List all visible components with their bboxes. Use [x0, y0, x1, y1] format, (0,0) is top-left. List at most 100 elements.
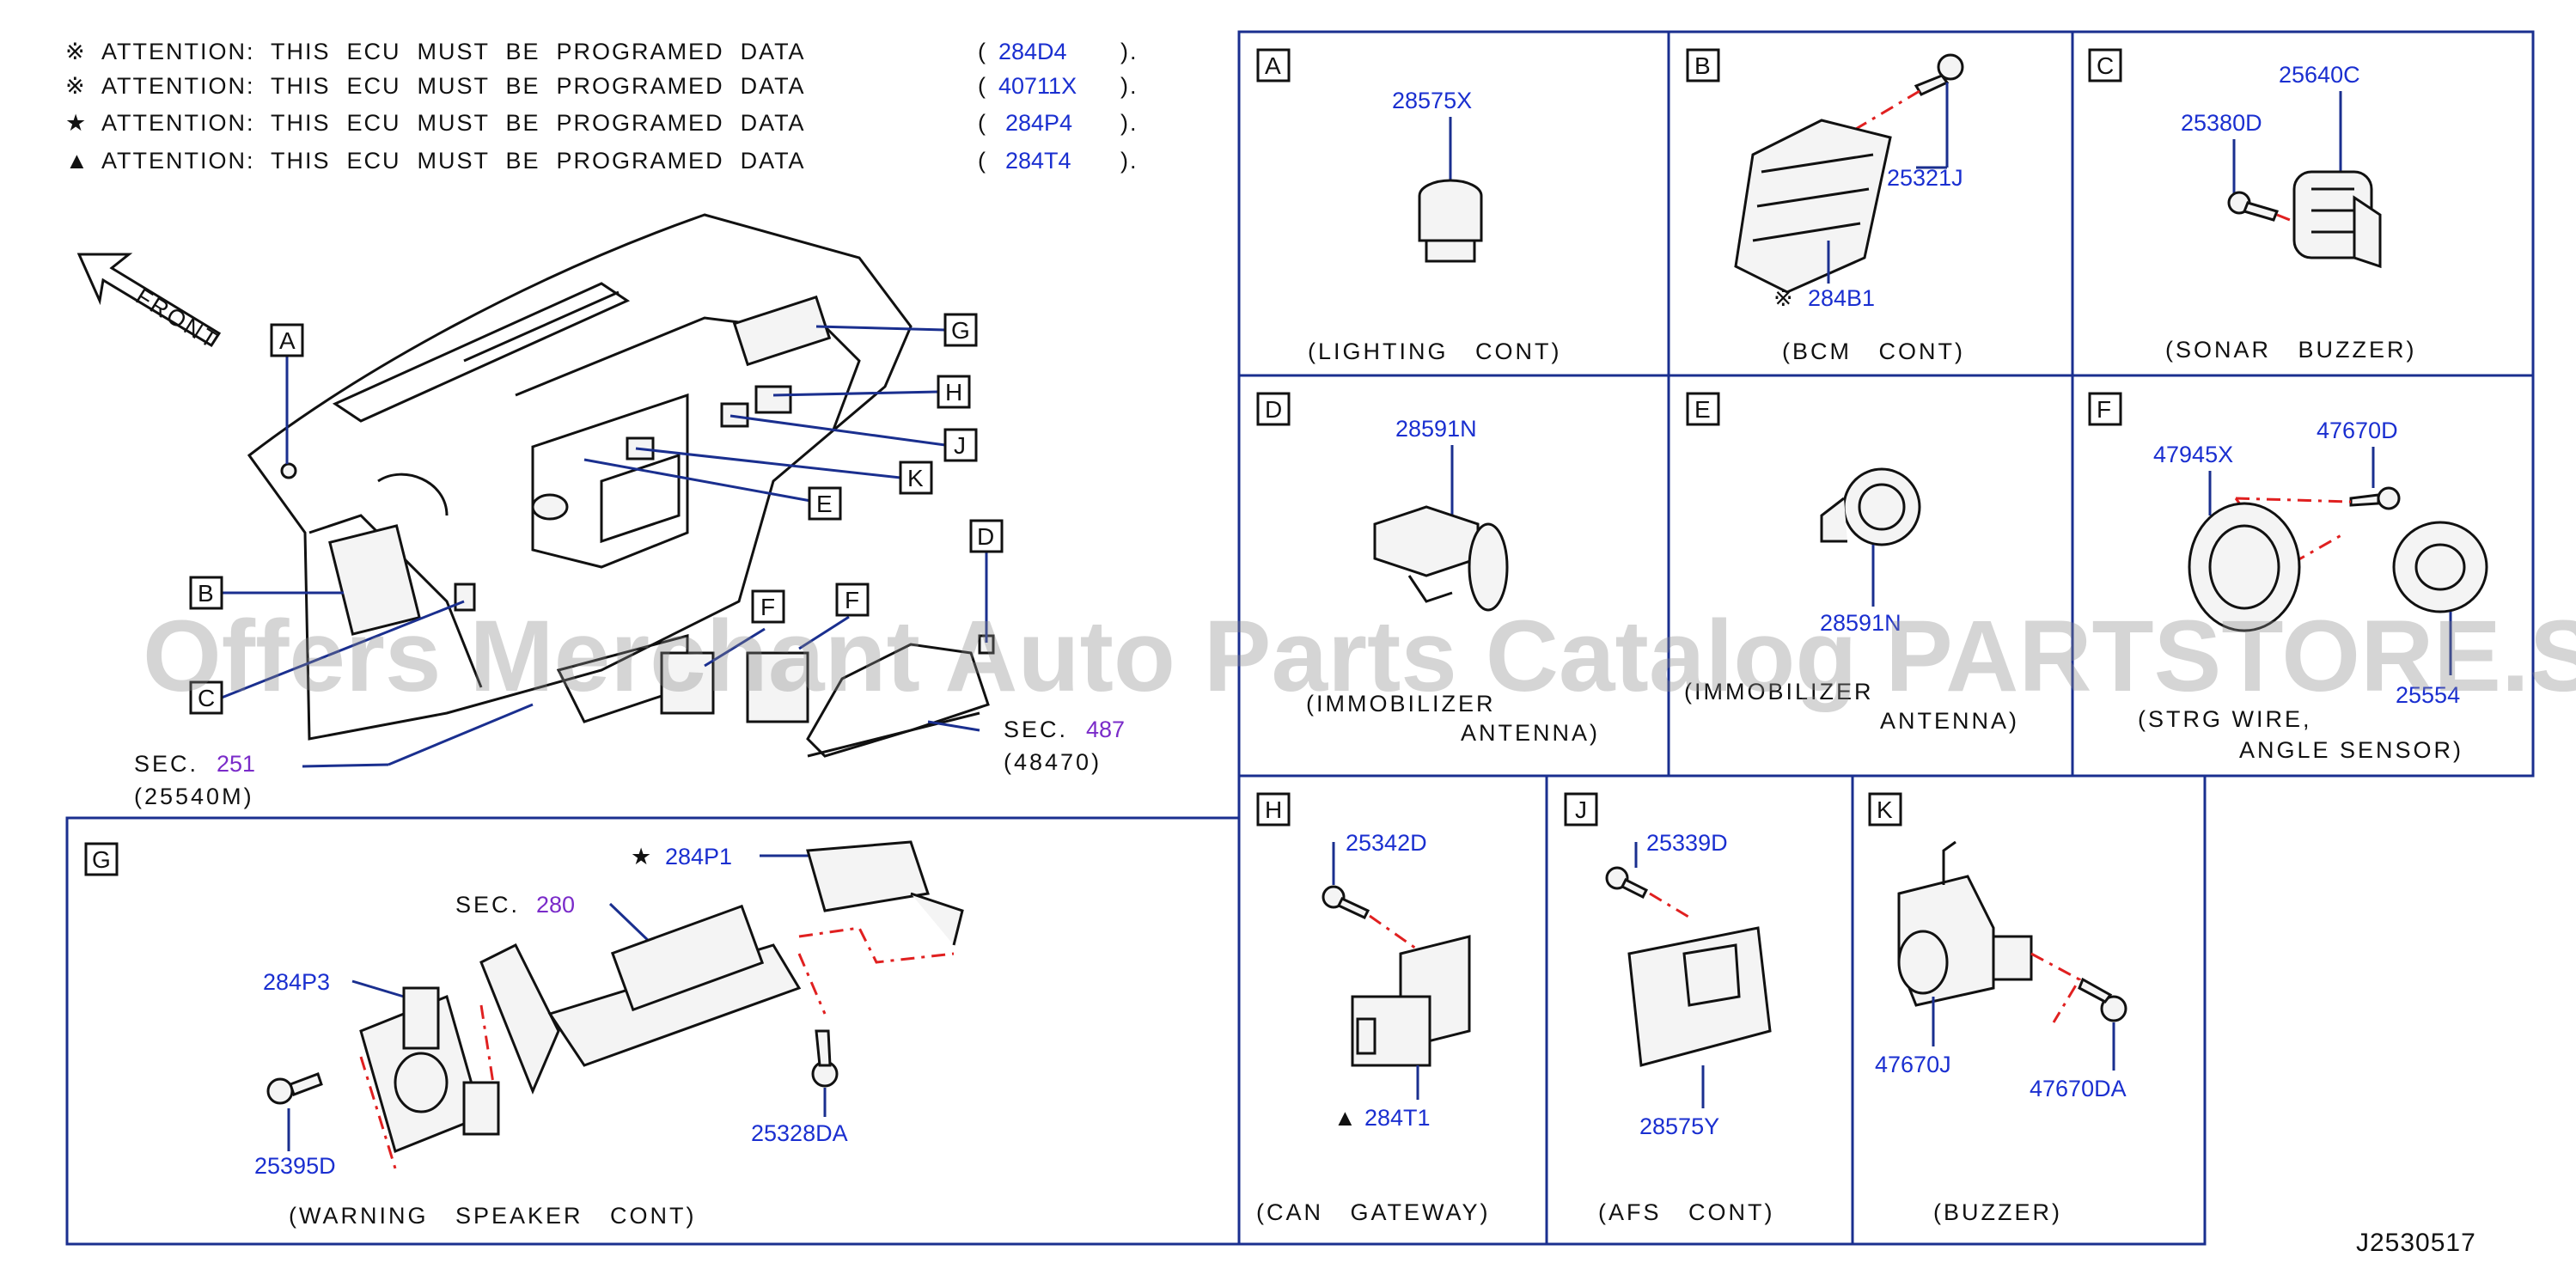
sec-487-reference[interactable]: SEC. 487 (48470)	[1004, 717, 1125, 775]
attention-code: 284D4	[998, 39, 1067, 64]
attention-notes: ※ ATTENTION: THIS ECU MUST BE PROGRAMED …	[65, 39, 1138, 174]
panel-letter-A: A	[1256, 48, 1291, 82]
svg-text:A: A	[279, 327, 296, 354]
diagram-id: J2530517	[2356, 1229, 2476, 1257]
part-number-25380D[interactable]: 25380D	[2181, 110, 2262, 136]
attention-mark: ★	[65, 110, 88, 136]
part-number-47670DA[interactable]: 47670DA	[2030, 1076, 2127, 1101]
panel-letter-H: H	[1256, 792, 1291, 827]
callout-box-C[interactable]: C	[189, 680, 223, 715]
sec-251-reference[interactable]: SEC. 251 (25540M)	[134, 751, 255, 809]
panel-F: F 47945X 47670D 25554 (STRG WIRE, ANGLE …	[2088, 392, 2488, 763]
panel-letter-E: E	[1686, 392, 1720, 426]
svg-text:).: ).	[1120, 110, 1138, 136]
panel-J: J 25339D 28575Y (AFS CONT)	[1564, 792, 1773, 1225]
svg-text:(25540M): (25540M)	[134, 784, 254, 809]
part-number-47670D[interactable]: 47670D	[2317, 418, 2398, 443]
callout-box-B[interactable]: B	[189, 576, 223, 610]
screw-icon	[2227, 191, 2280, 222]
callout-box-H[interactable]: H	[937, 375, 971, 409]
panel-letter-F: F	[2088, 392, 2122, 426]
svg-text:C: C	[2097, 52, 2114, 79]
immobilizer-ring-part	[1820, 467, 1921, 546]
part-number-284P3[interactable]: 284P3	[263, 969, 330, 995]
sonar-buzzer-part	[2292, 170, 2382, 269]
panel-caption: ANTENNA)	[1461, 720, 1600, 746]
attention-text: ATTENTION: THIS ECU MUST BE PROGRAMED DA…	[101, 73, 806, 99]
callout-box-J[interactable]: J	[943, 428, 978, 462]
svg-text:251: 251	[217, 751, 255, 777]
svg-text:).: ).	[1120, 39, 1138, 64]
steering-angle-sensor-part	[2392, 521, 2488, 613]
svg-text:K: K	[907, 465, 924, 491]
afs-control-part	[1627, 926, 1772, 1067]
part-number-28591N[interactable]: 28591N	[1820, 610, 1901, 636]
panel-B: B 25321J ※ 284B1 (BCM CONT)	[1686, 48, 1965, 364]
panel-caption: (SONAR BUZZER)	[2165, 337, 2417, 363]
svg-text:B: B	[1694, 52, 1711, 79]
svg-text:(: (	[978, 73, 987, 99]
part-number-25640C[interactable]: 25640C	[2279, 62, 2360, 88]
attention-line: ▲ ATTENTION: THIS ECU MUST BE PROGRAMED …	[65, 148, 1138, 174]
attention-line: ★ ATTENTION: THIS ECU MUST BE PROGRAMED …	[65, 110, 1138, 136]
attention-code: 284T4	[1005, 148, 1071, 174]
screw-icon	[2349, 486, 2401, 510]
panel-letter-K: K	[1868, 792, 1902, 827]
part-number-25321J[interactable]: 25321J	[1887, 165, 1963, 191]
sec-280-reference[interactable]: SEC. 280	[455, 892, 575, 918]
part-number-28591N[interactable]: 28591N	[1395, 416, 1477, 442]
part-number-284P1[interactable]: 284P1	[665, 844, 732, 869]
panel-caption: (BUZZER)	[1933, 1199, 2062, 1225]
callout-box-K[interactable]: K	[899, 461, 933, 495]
svg-text:E: E	[1694, 396, 1711, 423]
callout-box-A[interactable]: A	[270, 323, 304, 357]
part-number-284T1[interactable]: 284T1	[1364, 1105, 1431, 1131]
screw-icon	[2078, 977, 2127, 1022]
panel-caption: ANTENNA)	[1880, 708, 2019, 734]
part-number-25342D[interactable]: 25342D	[1346, 830, 1427, 856]
callout-box-E[interactable]: E	[808, 486, 842, 521]
svg-text:J: J	[1575, 796, 1587, 823]
part-number-47670J[interactable]: 47670J	[1875, 1052, 1951, 1077]
part-number-25328DA[interactable]: 25328DA	[751, 1120, 848, 1146]
panel-letter-G: G	[84, 842, 119, 876]
svg-text:280: 280	[536, 892, 575, 918]
panel-caption: (STRG WIRE,	[2138, 706, 2312, 732]
svg-text:).: ).	[1120, 148, 1138, 174]
callout-box-D[interactable]: D	[969, 519, 1004, 553]
part-number-25554[interactable]: 25554	[2396, 682, 2460, 708]
attention-mark: ※	[65, 39, 87, 64]
callout-box-F[interactable]: F	[751, 589, 785, 624]
svg-text:G: G	[92, 846, 111, 873]
attention-text: ATTENTION: THIS ECU MUST BE PROGRAMED DA…	[101, 110, 806, 136]
panel-caption: (LIGHTING CONT)	[1308, 339, 1562, 364]
bolt-icon	[811, 1029, 839, 1088]
part-number-25395D[interactable]: 25395D	[254, 1153, 336, 1179]
svg-text:H: H	[1265, 796, 1282, 823]
attention-mark: ※	[65, 73, 87, 99]
svg-text:).: ).	[1120, 73, 1138, 99]
callout-box-G[interactable]: G	[943, 313, 978, 347]
attention-text: ATTENTION: THIS ECU MUST BE PROGRAMED DA…	[101, 148, 806, 174]
part-number-28575Y[interactable]: 28575Y	[1639, 1113, 1719, 1139]
svg-text:D: D	[977, 523, 994, 550]
part-number-47945X[interactable]: 47945X	[2153, 442, 2233, 467]
lighting-switch-part	[1418, 179, 1483, 263]
part-number-28575X[interactable]: 28575X	[1392, 88, 1472, 113]
attention-line: ※ ATTENTION: THIS ECU MUST BE PROGRAMED …	[65, 39, 1138, 64]
panel-caption: (IMMOBILIZER	[1306, 691, 1496, 717]
panel-caption: (BCM CONT)	[1782, 339, 1965, 364]
svg-text:(48470): (48470)	[1004, 749, 1102, 775]
callout-box-F2[interactable]: F	[835, 583, 870, 617]
svg-text:487: 487	[1086, 717, 1125, 742]
panel-frames	[65, 30, 2535, 1246]
immobilizer-antenna-part	[1373, 505, 1509, 612]
part-number-25339D[interactable]: 25339D	[1646, 830, 1728, 856]
speaker-unit-part	[359, 986, 500, 1154]
svg-text:(: (	[978, 110, 987, 136]
part-number-284B1[interactable]: 284B1	[1808, 285, 1875, 311]
svg-text:A: A	[1265, 52, 1281, 79]
panel-caption: (CAN GATEWAY)	[1256, 1199, 1491, 1225]
svg-text:(: (	[978, 39, 987, 64]
